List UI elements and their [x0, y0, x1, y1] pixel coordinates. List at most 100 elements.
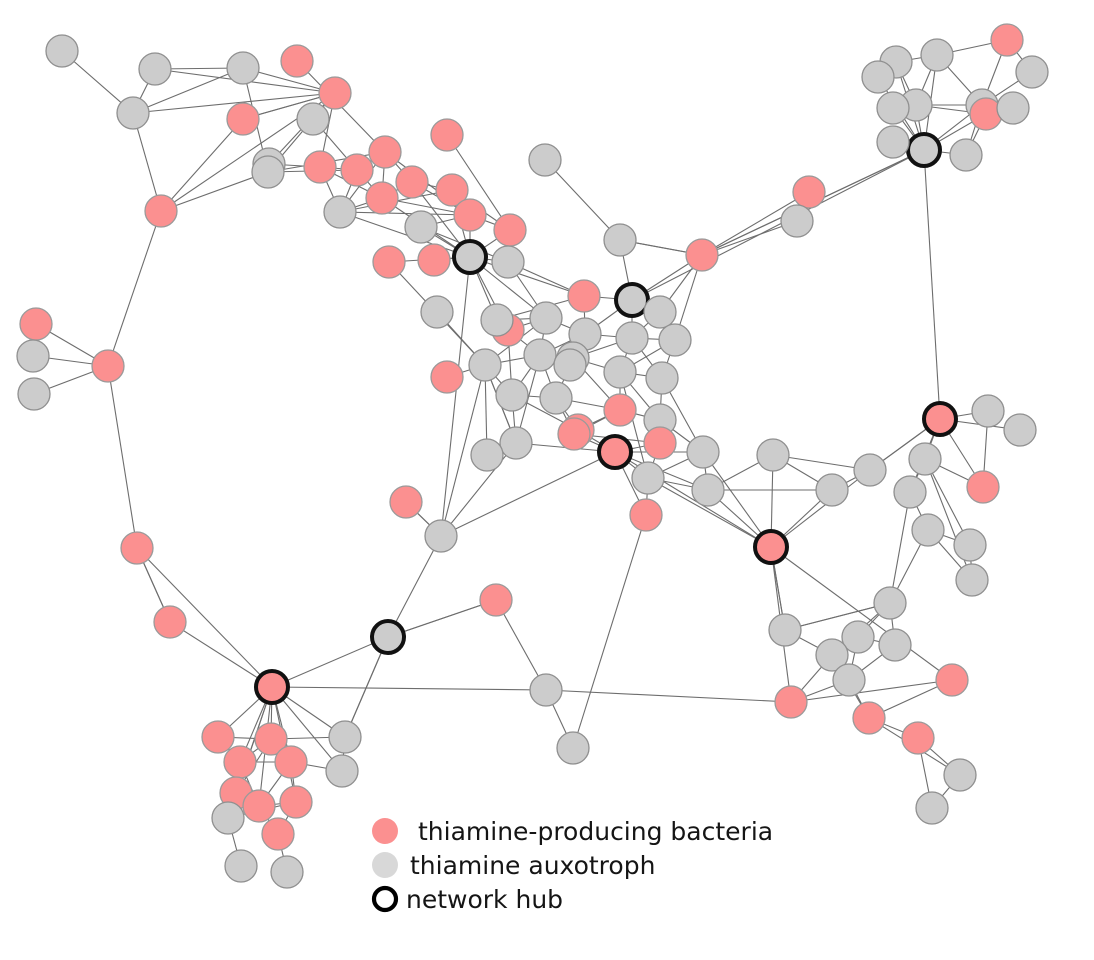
- graph-node-auxotroph[interactable]: [691, 473, 725, 507]
- graph-node-auxotroph[interactable]: [211, 801, 245, 835]
- graph-node-auxotroph[interactable]: [915, 791, 949, 825]
- graph-node-producer[interactable]: [279, 785, 313, 819]
- graph-node-auxotroph[interactable]: [1003, 413, 1037, 447]
- graph-node-auxotroph[interactable]: [878, 628, 912, 662]
- graph-node-producer[interactable]: [120, 531, 154, 565]
- graph-node-producer[interactable]: [201, 720, 235, 754]
- graph-node-producer[interactable]: [389, 485, 423, 519]
- graph-node-producer[interactable]: [685, 238, 719, 272]
- graph-node-auxotroph[interactable]: [631, 461, 665, 495]
- graph-node-producer[interactable]: [340, 153, 374, 187]
- graph-node-producer[interactable]: [303, 150, 337, 184]
- graph-node-auxotroph[interactable]: [603, 355, 637, 389]
- graph-node-auxotroph[interactable]: [528, 143, 562, 177]
- graph-node-auxotroph[interactable]: [768, 613, 802, 647]
- graph-node-producer[interactable]: [417, 243, 451, 277]
- graph-node-auxotroph[interactable]: [480, 303, 514, 337]
- graph-node-hub[interactable]: [922, 401, 958, 437]
- graph-node-auxotroph[interactable]: [841, 620, 875, 654]
- graph-node-hub[interactable]: [597, 434, 633, 470]
- graph-node-producer[interactable]: [603, 393, 637, 427]
- graph-node-auxotroph[interactable]: [226, 51, 260, 85]
- graph-node-auxotroph[interactable]: [873, 586, 907, 620]
- graph-node-producer[interactable]: [280, 44, 314, 78]
- graph-node-producer[interactable]: [435, 173, 469, 207]
- graph-node-producer[interactable]: [144, 194, 178, 228]
- graph-node-hub[interactable]: [614, 282, 650, 318]
- graph-node-auxotroph[interactable]: [499, 426, 533, 460]
- graph-node-hub[interactable]: [906, 132, 942, 168]
- graph-node-auxotroph[interactable]: [556, 731, 590, 765]
- graph-node-producer[interactable]: [557, 417, 591, 451]
- graph-node-auxotroph[interactable]: [323, 195, 357, 229]
- graph-node-auxotroph[interactable]: [971, 394, 1005, 428]
- graph-node-auxotroph[interactable]: [296, 102, 330, 136]
- graph-node-auxotroph[interactable]: [539, 381, 573, 415]
- graph-node-auxotroph[interactable]: [943, 758, 977, 792]
- graph-node-auxotroph[interactable]: [470, 438, 504, 472]
- graph-node-auxotroph[interactable]: [686, 435, 720, 469]
- graph-node-auxotroph[interactable]: [16, 339, 50, 373]
- graph-node-producer[interactable]: [901, 721, 935, 755]
- graph-node-producer[interactable]: [395, 165, 429, 199]
- graph-node-auxotroph[interactable]: [603, 223, 637, 257]
- graph-node-producer[interactable]: [368, 135, 402, 169]
- graph-node-auxotroph[interactable]: [553, 348, 587, 382]
- graph-node-auxotroph[interactable]: [876, 125, 910, 159]
- graph-node-producer[interactable]: [792, 175, 826, 209]
- graph-node-auxotroph[interactable]: [949, 138, 983, 172]
- graph-node-producer[interactable]: [223, 745, 257, 779]
- graph-node-auxotroph[interactable]: [529, 673, 563, 707]
- graph-node-producer[interactable]: [935, 663, 969, 697]
- graph-node-hub[interactable]: [753, 529, 789, 565]
- graph-node-producer[interactable]: [629, 498, 663, 532]
- graph-node-auxotroph[interactable]: [645, 361, 679, 395]
- graph-node-auxotroph[interactable]: [468, 348, 502, 382]
- graph-node-auxotroph[interactable]: [420, 295, 454, 329]
- graph-node-auxotroph[interactable]: [815, 473, 849, 507]
- graph-node-producer[interactable]: [430, 360, 464, 394]
- graph-node-auxotroph[interactable]: [756, 438, 790, 472]
- graph-node-auxotroph[interactable]: [491, 245, 525, 279]
- graph-node-hub[interactable]: [452, 239, 488, 275]
- graph-node-auxotroph[interactable]: [955, 563, 989, 597]
- graph-node-auxotroph[interactable]: [876, 91, 910, 125]
- graph-node-auxotroph[interactable]: [911, 513, 945, 547]
- graph-node-auxotroph[interactable]: [45, 34, 79, 68]
- graph-node-hub[interactable]: [254, 669, 290, 705]
- graph-node-auxotroph[interactable]: [325, 754, 359, 788]
- graph-node-auxotroph[interactable]: [328, 720, 362, 754]
- graph-node-auxotroph[interactable]: [615, 321, 649, 355]
- graph-node-auxotroph[interactable]: [224, 849, 258, 883]
- graph-node-auxotroph[interactable]: [643, 295, 677, 329]
- graph-node-producer[interactable]: [19, 307, 53, 341]
- graph-node-auxotroph[interactable]: [270, 855, 304, 889]
- graph-node-producer[interactable]: [274, 745, 308, 779]
- graph-node-producer[interactable]: [91, 349, 125, 383]
- graph-node-producer[interactable]: [990, 23, 1024, 57]
- graph-node-producer[interactable]: [261, 817, 295, 851]
- graph-node-auxotroph[interactable]: [404, 210, 438, 244]
- graph-node-producer[interactable]: [493, 213, 527, 247]
- graph-node-auxotroph[interactable]: [116, 96, 150, 130]
- graph-node-producer[interactable]: [852, 701, 886, 735]
- graph-node-producer[interactable]: [430, 118, 464, 152]
- graph-node-producer[interactable]: [479, 583, 513, 617]
- graph-node-producer[interactable]: [372, 245, 406, 279]
- graph-node-auxotroph[interactable]: [953, 528, 987, 562]
- graph-node-auxotroph[interactable]: [529, 301, 563, 335]
- graph-node-auxotroph[interactable]: [1015, 55, 1049, 89]
- graph-node-producer[interactable]: [453, 198, 487, 232]
- graph-node-auxotroph[interactable]: [523, 338, 557, 372]
- graph-node-producer[interactable]: [966, 470, 1000, 504]
- graph-node-producer[interactable]: [153, 605, 187, 639]
- graph-node-auxotroph[interactable]: [138, 52, 172, 86]
- graph-node-auxotroph[interactable]: [920, 38, 954, 72]
- graph-node-producer[interactable]: [226, 102, 260, 136]
- graph-node-producer[interactable]: [318, 76, 352, 110]
- graph-node-auxotroph[interactable]: [424, 519, 458, 553]
- graph-node-auxotroph[interactable]: [861, 60, 895, 94]
- graph-node-auxotroph[interactable]: [815, 638, 849, 672]
- graph-node-auxotroph[interactable]: [996, 91, 1030, 125]
- graph-node-producer[interactable]: [365, 181, 399, 215]
